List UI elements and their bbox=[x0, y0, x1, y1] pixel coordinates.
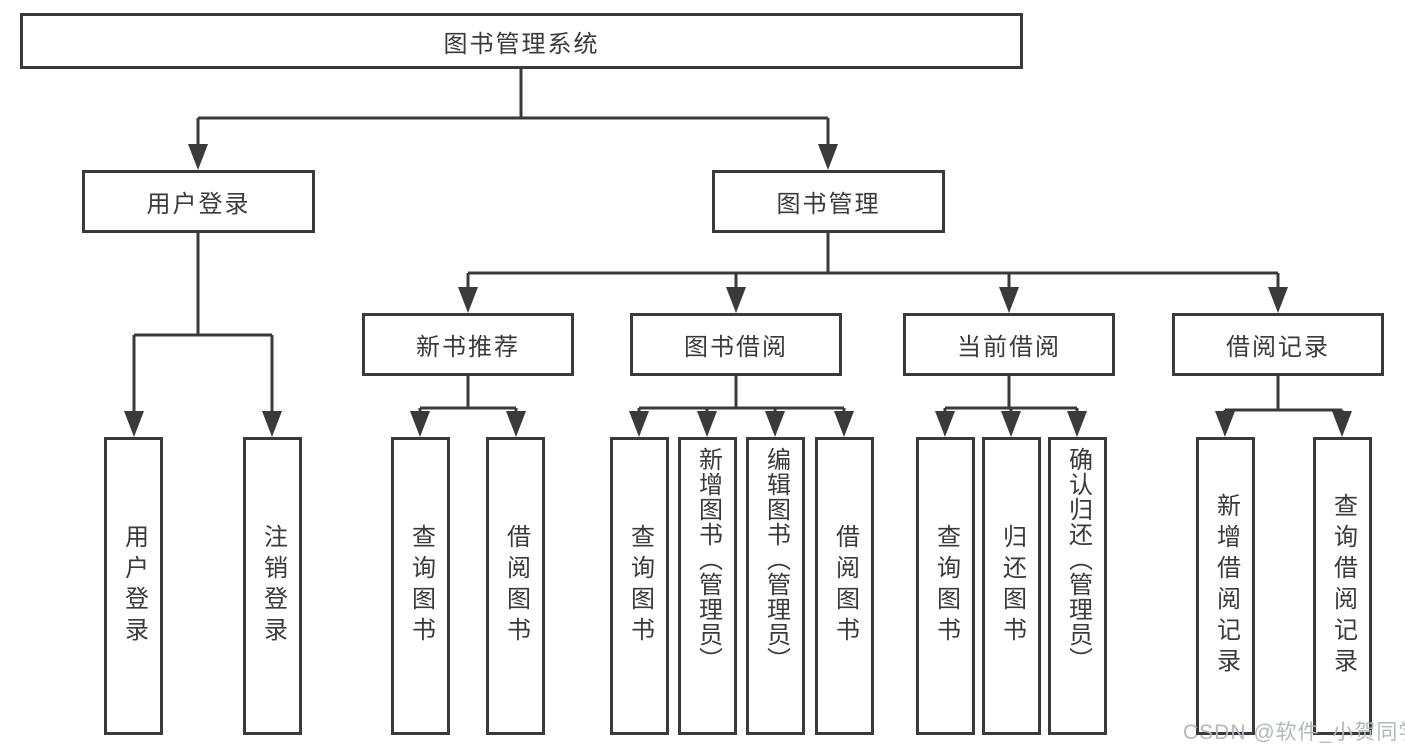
leaf-query-book-recommend: 查询图书 bbox=[391, 437, 450, 735]
node-root: 图书管理系统 bbox=[20, 13, 1023, 69]
node-current-borrow: 当前借阅 bbox=[903, 313, 1115, 376]
leaf-label: 查询图书 bbox=[626, 524, 654, 648]
leaf-borrow-book-recommend: 借阅图书 bbox=[486, 437, 545, 735]
leaf-confirm-return-admin: 确认归还（管理员） bbox=[1048, 437, 1107, 735]
leaf-label: 查询图书 bbox=[932, 524, 960, 648]
leaf-label: 编辑图书（管理员） bbox=[762, 447, 790, 672]
leaf-label: 新增图书（管理员） bbox=[694, 447, 722, 672]
leaf-return-book: 归还图书 bbox=[982, 437, 1041, 735]
leaf-query-borrow-record: 查询借阅记录 bbox=[1313, 437, 1372, 735]
leaf-label: 用户登录 bbox=[120, 524, 148, 648]
node-book-management: 图书管理 bbox=[712, 170, 945, 233]
leaf-label: 借阅图书 bbox=[502, 524, 530, 648]
leaf-label: 确认归还（管理员） bbox=[1064, 447, 1092, 672]
leaf-label: 查询借阅记录 bbox=[1329, 493, 1357, 679]
leaf-query-book-borrow: 查询图书 bbox=[610, 437, 669, 735]
leaf-query-book-current: 查询图书 bbox=[916, 437, 975, 735]
leaf-add-book-admin: 新增图书（管理员） bbox=[678, 437, 737, 735]
leaf-borrow-book: 借阅图书 bbox=[815, 437, 874, 735]
leaf-edit-book-admin: 编辑图书（管理员） bbox=[746, 437, 805, 735]
node-book-borrow: 图书借阅 bbox=[630, 313, 842, 376]
leaf-label: 借阅图书 bbox=[831, 524, 859, 648]
node-user-login: 用户登录 bbox=[82, 170, 315, 233]
leaf-label: 查询图书 bbox=[407, 524, 435, 648]
node-new-book-recommend: 新书推荐 bbox=[362, 313, 574, 376]
leaf-add-borrow-record: 新增借阅记录 bbox=[1196, 437, 1255, 735]
leaf-label: 新增借阅记录 bbox=[1212, 493, 1240, 679]
leaf-logout: 注销登录 bbox=[243, 437, 302, 735]
leaf-label: 归还图书 bbox=[998, 524, 1026, 648]
node-borrow-record: 借阅记录 bbox=[1172, 313, 1384, 376]
watermark: CSDN @软件_小贺同学 bbox=[1183, 721, 1405, 744]
leaf-label: 注销登录 bbox=[259, 524, 287, 648]
leaf-user-login: 用户登录 bbox=[104, 437, 163, 735]
